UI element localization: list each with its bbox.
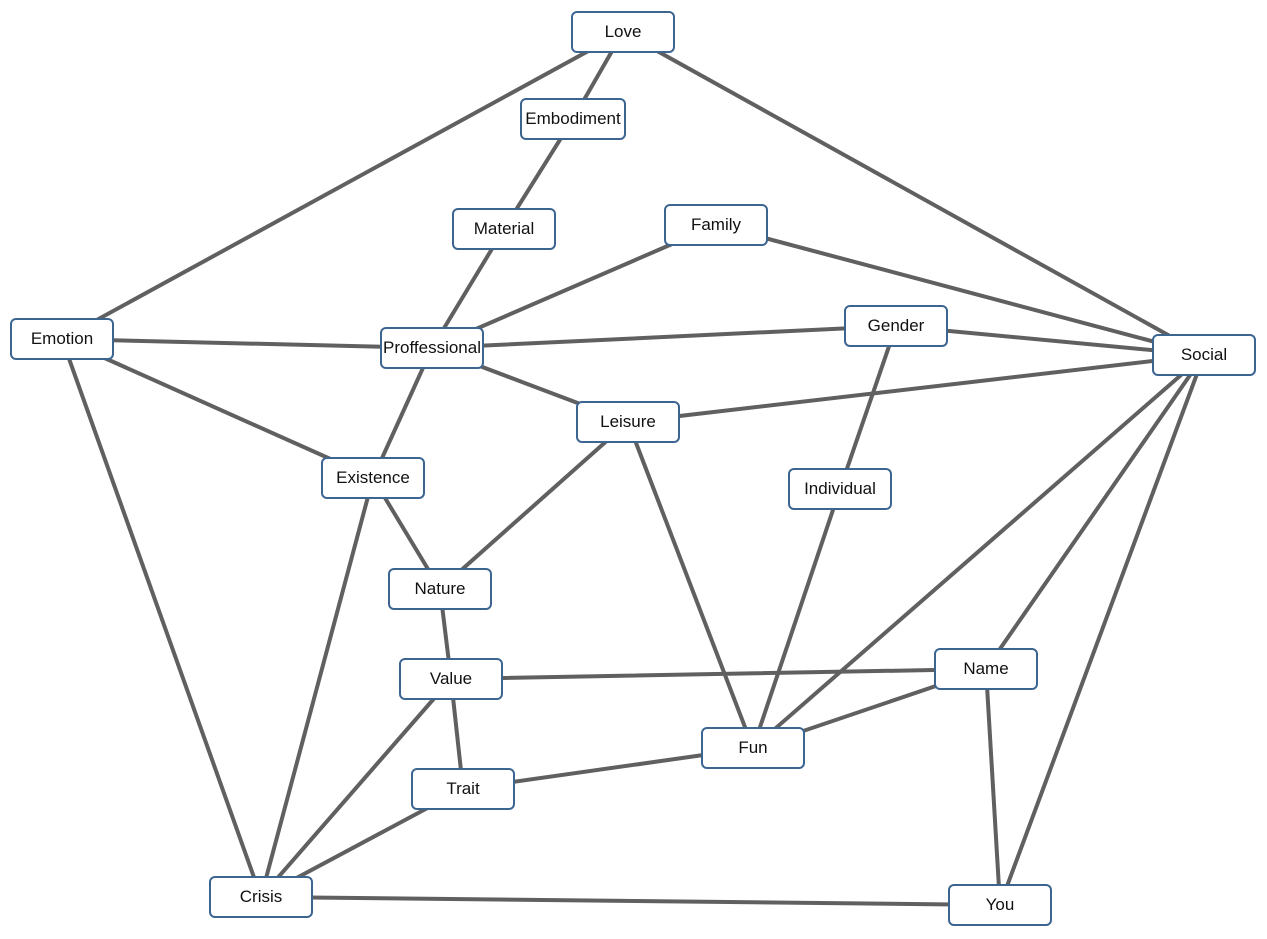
edge-value-crisis: [259, 677, 453, 899]
edge-gender-individual: [838, 324, 898, 491]
node-proffessional[interactable]: Proffessional: [380, 327, 484, 369]
edge-leisure-social: [626, 353, 1206, 424]
node-family[interactable]: Family: [664, 204, 768, 246]
node-love[interactable]: Love: [571, 11, 675, 53]
edge-proffessional-gender: [430, 324, 898, 350]
node-social[interactable]: Social: [1152, 334, 1256, 376]
edge-emotion-crisis: [60, 337, 263, 899]
edge-you-social: [998, 353, 1206, 907]
node-value[interactable]: Value: [399, 658, 503, 700]
edge-leisure-nature: [438, 420, 630, 591]
edge-value-name: [449, 667, 988, 681]
edge-family-social: [714, 223, 1206, 357]
edge-leisure-fun: [626, 420, 755, 750]
edge-proffessional-existence: [371, 346, 434, 480]
node-nature[interactable]: Nature: [388, 568, 492, 610]
edge-name-you: [984, 667, 1002, 907]
node-crisis[interactable]: Crisis: [209, 876, 313, 918]
node-embodiment[interactable]: Embodiment: [520, 98, 626, 140]
node-existence[interactable]: Existence: [321, 457, 425, 499]
node-gender[interactable]: Gender: [844, 305, 948, 347]
node-you[interactable]: You: [948, 884, 1052, 926]
node-emotion[interactable]: Emotion: [10, 318, 114, 360]
edge-emotion-existence: [60, 337, 375, 480]
edge-love-social: [621, 30, 1206, 357]
node-material[interactable]: Material: [452, 208, 556, 250]
edge-existence-crisis: [259, 476, 375, 899]
edge-emotion-proffessional: [60, 337, 434, 350]
edge-crisis-you: [259, 895, 1002, 907]
node-leisure[interactable]: Leisure: [576, 401, 680, 443]
edge-fun-social: [751, 353, 1206, 750]
node-individual[interactable]: Individual: [788, 468, 892, 510]
edge-name-social: [984, 353, 1206, 671]
edge-individual-fun: [751, 487, 842, 750]
edge-love-emotion: [60, 30, 625, 341]
node-fun[interactable]: Fun: [701, 727, 805, 769]
node-name[interactable]: Name: [934, 648, 1038, 690]
node-trait[interactable]: Trait: [411, 768, 515, 810]
